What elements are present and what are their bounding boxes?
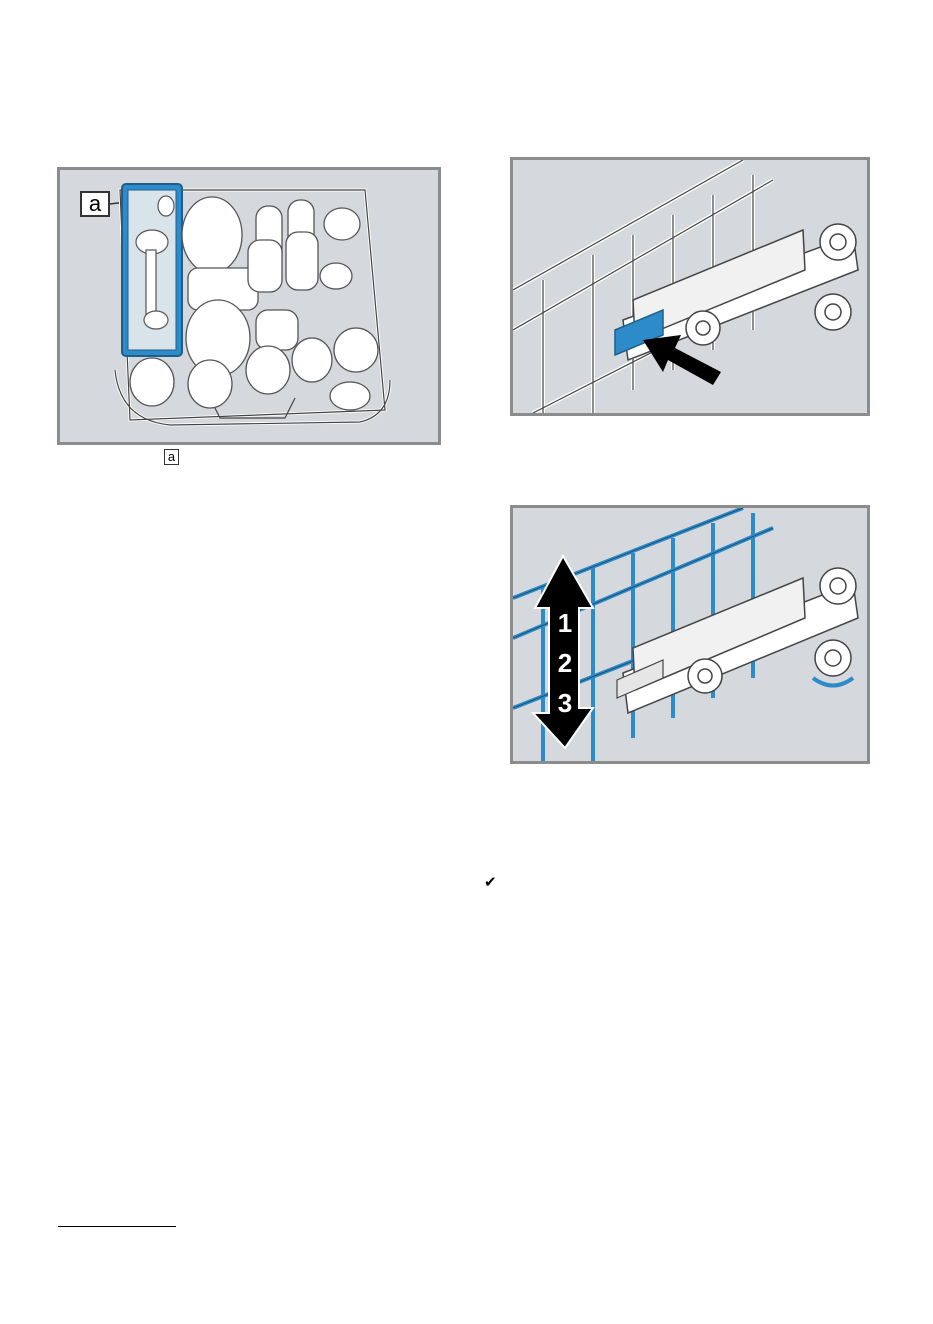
figure-rack-height-levels: 1 2 3 xyxy=(510,505,870,764)
check-icon: ✔ xyxy=(484,875,497,890)
basket-illustration xyxy=(60,170,438,442)
level-1-label: 1 xyxy=(558,608,572,638)
footnote-separator xyxy=(58,1226,176,1227)
level-3-label: 3 xyxy=(558,688,572,718)
figure-cutlery-basket: a xyxy=(57,167,441,445)
figure-rack-release-lever xyxy=(510,157,870,416)
callout-reference-a: a xyxy=(164,449,179,465)
callout-label-a: a xyxy=(80,191,110,217)
rack-height-illustration: 1 2 3 xyxy=(513,508,867,761)
level-2-label: 2 xyxy=(558,648,572,678)
rack-release-illustration xyxy=(513,160,867,413)
